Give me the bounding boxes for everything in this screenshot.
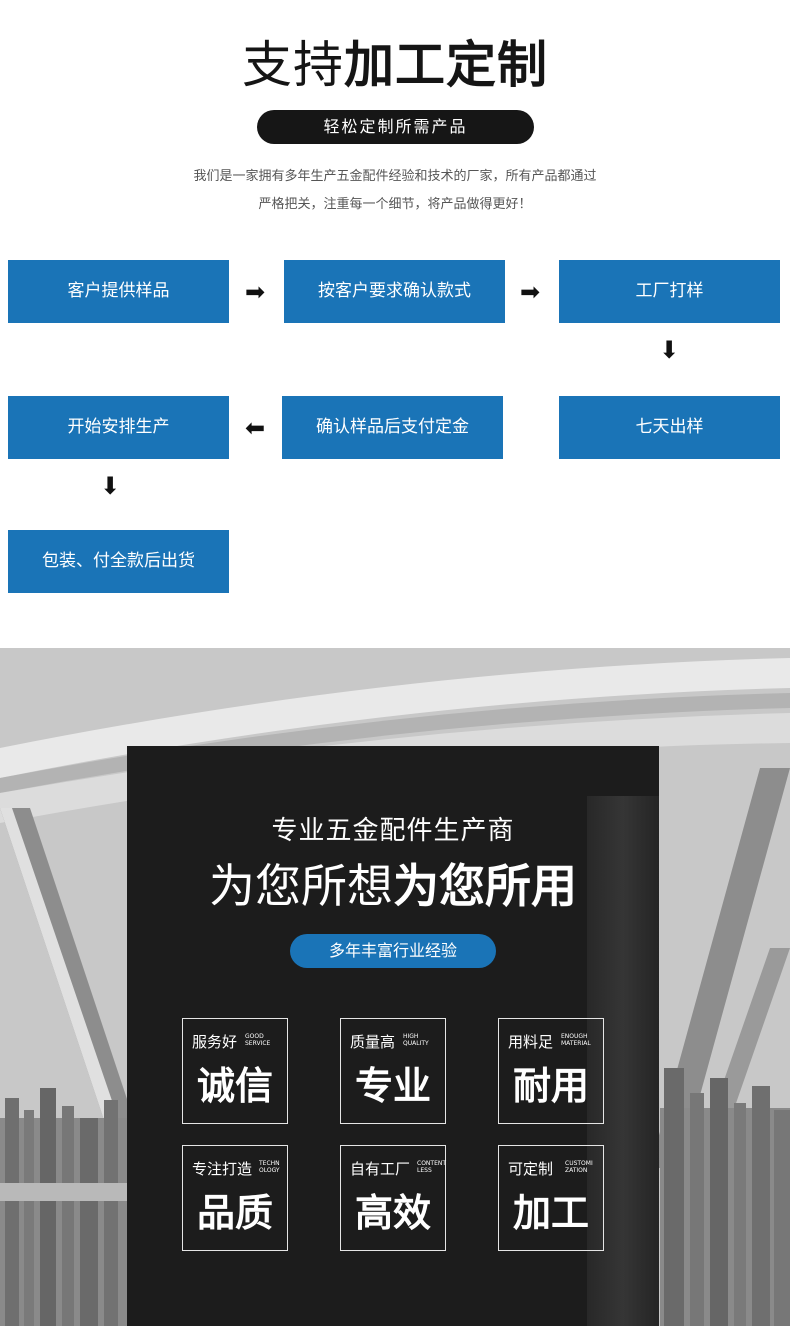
page-title: 支持加工定制: [0, 30, 790, 100]
building-decoration: [587, 796, 659, 1326]
arrow-right-icon: ➡: [520, 278, 541, 306]
step-customer-sample: 客户提供样品: [8, 260, 229, 323]
feature-english-label: TECHN OLOGY: [259, 1160, 280, 1174]
step-factory-sample: 工厂打样: [559, 260, 780, 323]
feature-big-label: 品质: [196, 1191, 273, 1235]
arrow-down-icon: ⬇: [100, 472, 121, 500]
feature-big-label: 加工: [512, 1191, 589, 1235]
title-light: 支持: [242, 36, 344, 94]
experience-pill: 多年丰富行业经验: [290, 934, 496, 968]
intro-text: 我们是一家拥有多年生产五金配件经验和技术的厂家，所有产品都通过 严格把关，注重每…: [100, 163, 690, 219]
promo-headline: 为您所想为您所用: [127, 856, 659, 916]
feature-big-label: 耐用: [512, 1064, 589, 1108]
feature-english-label: ENOUGH MATERIAL: [561, 1033, 591, 1047]
feature-big-label: 高效: [354, 1191, 431, 1235]
feature-big-label: 诚信: [196, 1064, 273, 1108]
feature-service: 服务好 GOOD SERVICE 诚信: [182, 1018, 288, 1124]
step-deposit: 确认样品后支付定金: [282, 396, 503, 459]
feature-quality: 质量高 HIGH QUALITY 专业: [340, 1018, 446, 1124]
step-production: 开始安排生产: [8, 396, 229, 459]
feature-small-label: 专注打造: [192, 1160, 253, 1178]
feature-english-label: HIGH QUALITY: [403, 1033, 429, 1047]
headline-light: 为您所想: [209, 859, 393, 913]
feature-english-label: CUSTOMI ZATION: [565, 1160, 593, 1174]
arrow-left-icon: ⬅: [245, 414, 266, 442]
headline-bold: 为您所用: [393, 859, 577, 913]
step-confirm-style: 按客户要求确认款式: [284, 260, 505, 323]
custom-process-section: 支持加工定制 轻松定制所需产品 我们是一家拥有多年生产五金配件经验和技术的厂家，…: [0, 0, 790, 648]
feature-material: 用料足 ENOUGH MATERIAL 耐用: [498, 1018, 604, 1124]
feature-small-label: 自有工厂: [350, 1160, 411, 1178]
promo-card: 专业五金配件生产商 为您所想为您所用 多年丰富行业经验 服务好 GOOD SER…: [127, 746, 659, 1326]
intro-line-1: 我们是一家拥有多年生产五金配件经验和技术的厂家，所有产品都通过: [193, 169, 597, 184]
arrow-down-icon: ⬇: [659, 336, 680, 364]
feature-technology: 专注打造 TECHN OLOGY 品质: [182, 1145, 288, 1251]
feature-customization: 可定制 CUSTOMI ZATION 加工: [498, 1145, 604, 1251]
feature-small-label: 用料足: [508, 1033, 554, 1051]
feature-small-label: 质量高: [350, 1033, 396, 1051]
subtitle-pill: 轻松定制所需产品: [257, 110, 534, 144]
title-bold: 加工定制: [344, 36, 548, 94]
promo-subtitle: 专业五金配件生产商: [271, 816, 515, 846]
feature-english-label: GOOD SERVICE: [245, 1033, 271, 1047]
feature-factory: 自有工厂 CONTENT LESS 高效: [340, 1145, 446, 1251]
step-shipping: 包装、付全款后出货: [8, 530, 229, 593]
intro-line-2: 严格把关，注重每一个细节，将产品做得更好！: [258, 197, 532, 212]
feature-english-label: CONTENT LESS: [417, 1160, 447, 1174]
promo-section: 专业五金配件生产商 为您所想为您所用 多年丰富行业经验 服务好 GOOD SER…: [0, 648, 790, 1326]
step-seven-days: 七天出样: [559, 396, 780, 459]
feature-big-label: 专业: [354, 1064, 431, 1108]
feature-small-label: 服务好: [192, 1033, 238, 1051]
arrow-right-icon: ➡: [245, 278, 266, 306]
feature-small-label: 可定制: [508, 1160, 554, 1178]
